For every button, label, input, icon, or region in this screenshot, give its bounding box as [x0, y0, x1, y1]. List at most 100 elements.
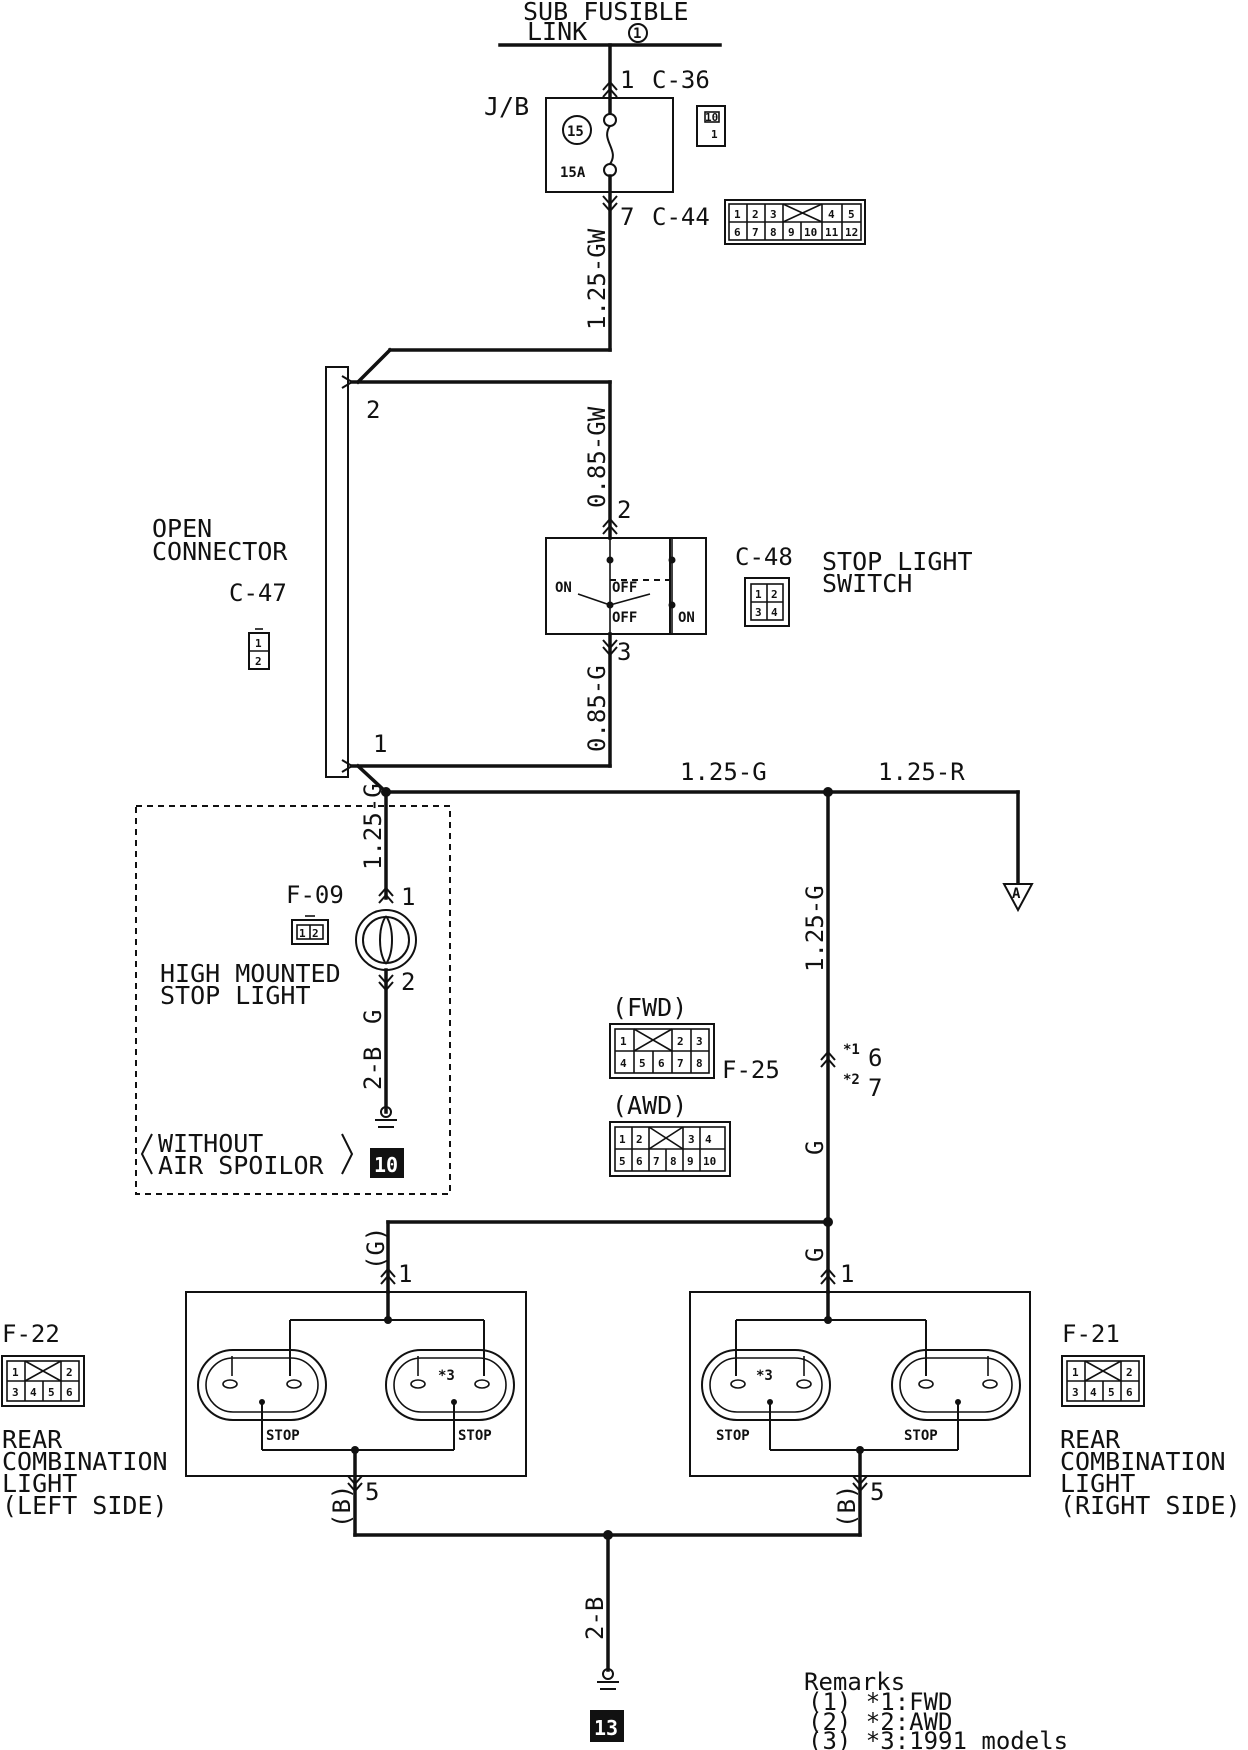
f21-label: F-21 — [1062, 1320, 1120, 1348]
f22-title1: REAR — [2, 1425, 63, 1454]
c36-pin-marker — [602, 80, 618, 98]
rear-combination-light-left: *3 STOP STOP — [185, 1290, 527, 1477]
svg-text:10: 10 — [705, 111, 718, 124]
open-connector: OPEN CONNECTOR 2 1 — [152, 366, 387, 778]
wire-label-g-right-short: G — [801, 1248, 829, 1262]
without-line1: WITHOUT — [158, 1129, 263, 1158]
c44-connector-icon: 1 2 3 4 5 6 7 8 9 10 11 12 — [724, 199, 866, 245]
link-number-circle — [628, 23, 648, 43]
f21-pin-out: 5 — [870, 1478, 884, 1506]
wire-label-125r: 1.25-R — [878, 758, 965, 786]
fuse-element — [606, 125, 614, 165]
wire-label-b-left: (B) — [328, 1485, 356, 1528]
f22-pin-out: 5 — [365, 1478, 379, 1506]
svg-text:6: 6 — [636, 1155, 643, 1168]
svg-text:2: 2 — [312, 927, 319, 940]
f22-stop-right: STOP — [458, 1428, 492, 1444]
svg-text:3: 3 — [696, 1035, 703, 1048]
svg-text:3: 3 — [1072, 1386, 1079, 1399]
switch-on-1: ON — [555, 580, 572, 596]
sub-fusible-link-line2: LINK — [527, 17, 587, 46]
remarks-r3: (3) *3:1991 models — [808, 1727, 1068, 1750]
f21-stop-left: STOP — [716, 1428, 750, 1444]
f21-pin-in: 1 — [840, 1260, 854, 1288]
svg-text:1: 1 — [12, 1366, 19, 1379]
svg-text:5: 5 — [1108, 1386, 1115, 1399]
f21-title3: LIGHT — [1060, 1469, 1135, 1498]
f21-pin5-marker — [852, 1475, 868, 1493]
wire-label-g-left-paren: (G) — [362, 1227, 390, 1270]
svg-text:10: 10 — [804, 226, 817, 239]
stop-switch-pin2-marker — [602, 517, 618, 535]
wire-label-2b-bottom: 2-B — [581, 1597, 609, 1640]
f22-title4: (LEFT SIDE) — [2, 1491, 168, 1520]
svg-text:7: 7 — [752, 226, 759, 239]
without-air-spoiler-label: WITHOUT AIR SPOILOR — [140, 1129, 354, 1180]
ground-symbol-10 — [375, 1106, 397, 1128]
stop-light-switch: ON OFF OFF ON — [545, 537, 707, 635]
svg-text:5: 5 — [848, 208, 855, 221]
svg-text:8: 8 — [696, 1057, 703, 1070]
svg-text:2: 2 — [677, 1035, 684, 1048]
f25-fwd-connector-icon: 1 2 3 4 5 6 7 8 — [609, 1023, 715, 1079]
f09-pin-in: 1 — [401, 883, 415, 911]
f22-pin1-marker — [380, 1267, 396, 1285]
f25-awd-connector-icon: 1 2 3 4 5 6 7 8 9 10 — [609, 1121, 731, 1177]
sub-fusible-link: SUB FUSIBLE LINK 1 — [498, 0, 722, 47]
svg-text:1: 1 — [711, 128, 718, 141]
junction-block: J/B 15 15A — [484, 92, 674, 193]
f22-label: F-22 — [2, 1320, 60, 1348]
f25-awd-label: (AWD) — [612, 1091, 687, 1120]
svg-text:1: 1 — [1072, 1366, 1079, 1379]
f21-connector-icon: 1 2 3 4 5 6 — [1061, 1355, 1145, 1407]
f22-pin5-marker — [347, 1475, 363, 1493]
f22-connector-icon: 1 2 3 4 5 6 — [1, 1355, 85, 1407]
svg-text:1: 1 — [255, 637, 262, 650]
svg-text:1: 1 — [620, 1035, 627, 1048]
svg-text:4: 4 — [620, 1057, 627, 1070]
without-air-spoiler-box — [135, 805, 451, 1195]
c36-pin: 1 — [620, 66, 634, 94]
stop-switch-pin-out: 3 — [617, 638, 631, 666]
svg-text:6: 6 — [1126, 1386, 1133, 1399]
stop-switch-title1: STOP LIGHT — [822, 547, 973, 576]
switch-off-2: OFF — [612, 610, 637, 626]
svg-text:8: 8 — [770, 226, 777, 239]
wire-label-125g-left: 1.25-G — [359, 783, 387, 870]
svg-text:8: 8 — [670, 1155, 677, 1168]
wire-label-085gw: 0.85-GW — [583, 406, 611, 508]
f25-pin-marker — [820, 1050, 836, 1068]
c36-connector-icon: 10 1 — [696, 105, 726, 147]
wire-label-125g-right: 1.25-G — [801, 885, 829, 972]
f21-mark: *3 — [756, 1368, 773, 1384]
connector-a: A — [1002, 883, 1034, 913]
svg-text:9: 9 — [788, 226, 795, 239]
link-number: 1 — [633, 26, 641, 42]
c47-connector: C-47 1 2 — [229, 579, 287, 670]
jb-label: J/B — [484, 92, 529, 121]
c47-label: C-47 — [229, 579, 287, 607]
svg-text:1: 1 — [299, 927, 306, 940]
wire-label-085g: 0.85-G — [583, 665, 611, 752]
f25-pin-fwd-mark: *1 — [843, 1042, 860, 1058]
switch-off-1: OFF — [612, 580, 637, 596]
svg-text:6: 6 — [66, 1386, 73, 1399]
f25-fwd-label: (FWD) — [612, 993, 687, 1022]
remarks-title: Remarks — [804, 1668, 905, 1696]
svg-text:2: 2 — [752, 208, 759, 221]
high-mounted-stop-light-bulb — [355, 909, 417, 971]
f25-pin-fwd: 6 — [868, 1044, 882, 1072]
rear-combination-light-right: *3 STOP STOP — [689, 1290, 1031, 1477]
open-connector-pin-bottom: 1 — [373, 730, 387, 758]
connector-a-label: A — [1012, 886, 1021, 902]
ground-label-13: 13 — [590, 1710, 624, 1742]
svg-text:9: 9 — [687, 1155, 694, 1168]
svg-text:7: 7 — [677, 1057, 684, 1070]
open-connector-line1: OPEN — [152, 514, 212, 543]
svg-text:4: 4 — [1090, 1386, 1097, 1399]
c44-pin-marker — [602, 195, 618, 213]
f22-title2: COMBINATION — [2, 1447, 168, 1476]
f21-stop-right: STOP — [904, 1428, 938, 1444]
open-connector-line2: CONNECTOR — [152, 537, 288, 566]
svg-text:1: 1 — [755, 588, 762, 601]
